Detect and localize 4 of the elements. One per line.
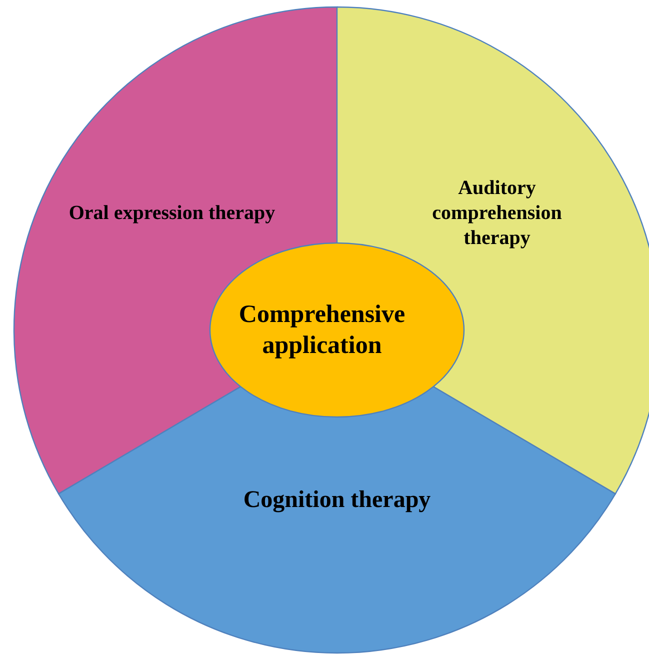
segment-label: Cognition therapy [242, 486, 432, 515]
segment-label: Auditory comprehension therapy [431, 176, 563, 250]
segment-label: Oral expression therapy [68, 200, 276, 226]
segment-label: Comprehensive application [238, 300, 406, 361]
